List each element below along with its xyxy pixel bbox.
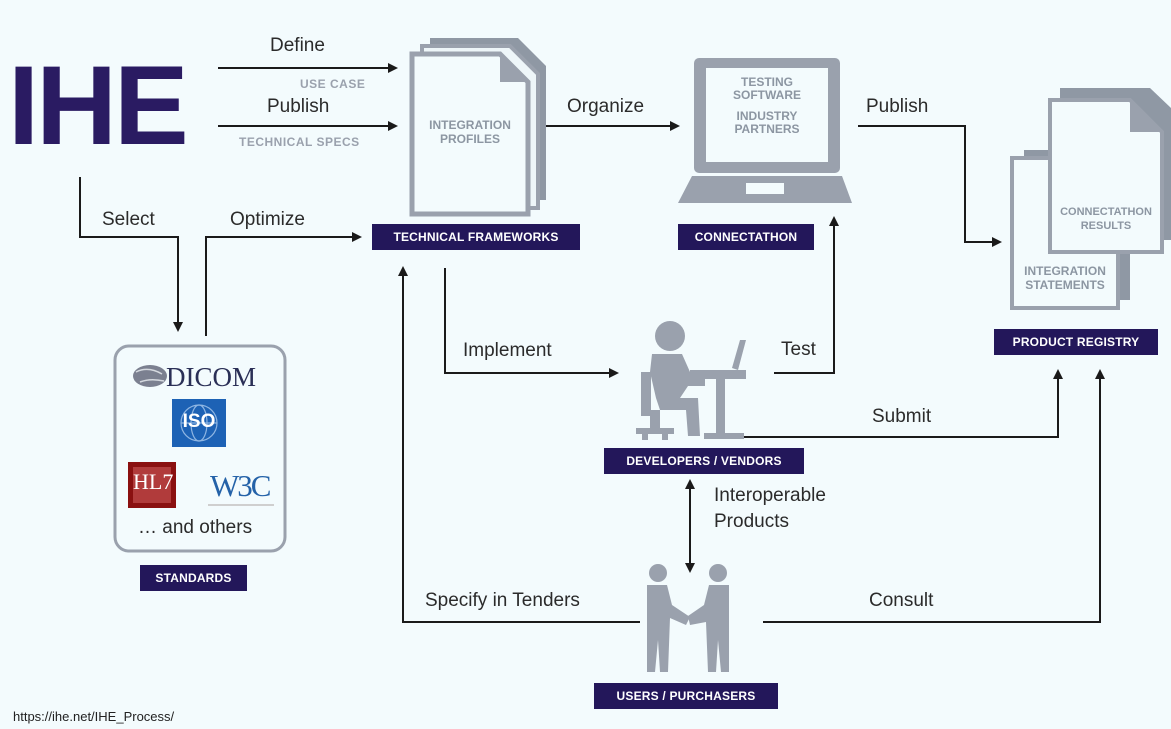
label-use-case: USE CASE	[300, 77, 366, 91]
label-implement: Implement	[463, 340, 552, 361]
connectathon-results-line2: RESULTS	[1080, 220, 1132, 232]
label-publish-registry: Publish	[866, 96, 929, 117]
label-test: Test	[781, 339, 816, 360]
badge-users-purchasers: USERS / PURCHASERS	[594, 683, 778, 709]
arrows	[79, 63, 1105, 623]
arrow-optimize	[205, 232, 362, 336]
label-organize: Organize	[567, 96, 645, 117]
label-submit: Submit	[872, 406, 932, 427]
label-specify-in-tenders: Specify in Tenders	[425, 590, 580, 611]
laptop-screen-line4: PARTNERS	[734, 122, 800, 136]
source-url: https://ihe.net/IHE_Process/	[13, 709, 175, 724]
connectathon-results-label: CONNECTATHON RESULTS	[1050, 205, 1162, 233]
badge-developers-vendors: DEVELOPERS / VENDORS	[604, 448, 804, 474]
arrow-specify	[398, 266, 640, 623]
laptop-icon	[678, 58, 852, 203]
label-interoperable: Interoperable	[714, 485, 826, 506]
arrow-test	[774, 216, 839, 374]
label-select: Select	[102, 209, 155, 230]
iso-logo-text: ISO	[182, 411, 216, 432]
integration-profiles-label: INTEGRATION PROFILES	[412, 118, 528, 146]
arrow-publish-registry	[858, 125, 1002, 247]
arrow-submit	[744, 369, 1063, 438]
and-others-text: … and others	[138, 517, 253, 538]
w3c-logo-text: W3C	[210, 468, 271, 503]
dicom-logo-text: DICOM	[166, 362, 257, 392]
integration-profiles-icon	[409, 38, 546, 217]
iso-logo-icon	[172, 399, 226, 447]
hl7-logo-icon	[128, 462, 176, 508]
label-define: Define	[270, 35, 325, 56]
integration-statements-label: INTEGRATION STATEMENTS	[1012, 264, 1118, 292]
label-publish-specs: Publish	[267, 96, 330, 117]
laptop-screen-text: TESTING SOFTWARE INDUSTRY PARTNERS	[706, 76, 828, 136]
integration-profiles-line2: PROFILES	[439, 132, 500, 146]
arrow-select	[79, 177, 183, 332]
standards-box	[113, 344, 287, 553]
label-optimize: Optimize	[230, 209, 305, 230]
laptop-screen-line3: INDUSTRY	[736, 109, 798, 123]
label-products: Products	[714, 511, 789, 532]
connectathon-results-line1: CONNECTATHON	[1060, 206, 1152, 218]
badge-technical-frameworks: TECHNICAL FRAMEWORKS	[372, 224, 580, 250]
laptop-screen-line1: TESTING	[740, 75, 793, 89]
integration-profiles-line1: INTEGRATION	[429, 118, 511, 132]
arrow-implement	[444, 268, 619, 378]
integration-statements-line2: STATEMENTS	[1025, 278, 1105, 292]
badge-connectathon: CONNECTATHON	[678, 224, 814, 250]
integration-statements-line1: INTEGRATION	[1024, 264, 1106, 278]
hl7-logo-text: HL7	[133, 469, 174, 494]
arrow-consult	[763, 369, 1105, 623]
ihe-logo: IHE	[8, 43, 189, 168]
dicom-globe-icon	[133, 365, 167, 387]
badge-product-registry: PRODUCT REGISTRY	[994, 329, 1158, 355]
developer-desk-icon	[636, 321, 746, 440]
label-technical-specs: TECHNICAL SPECS	[239, 135, 360, 149]
label-consult: Consult	[869, 590, 934, 611]
users-handshake-icon	[647, 564, 729, 672]
laptop-screen-line2: SOFTWARE	[733, 88, 801, 102]
badge-standards: STANDARDS	[140, 565, 247, 591]
product-registry-documents-icon	[1010, 88, 1171, 310]
